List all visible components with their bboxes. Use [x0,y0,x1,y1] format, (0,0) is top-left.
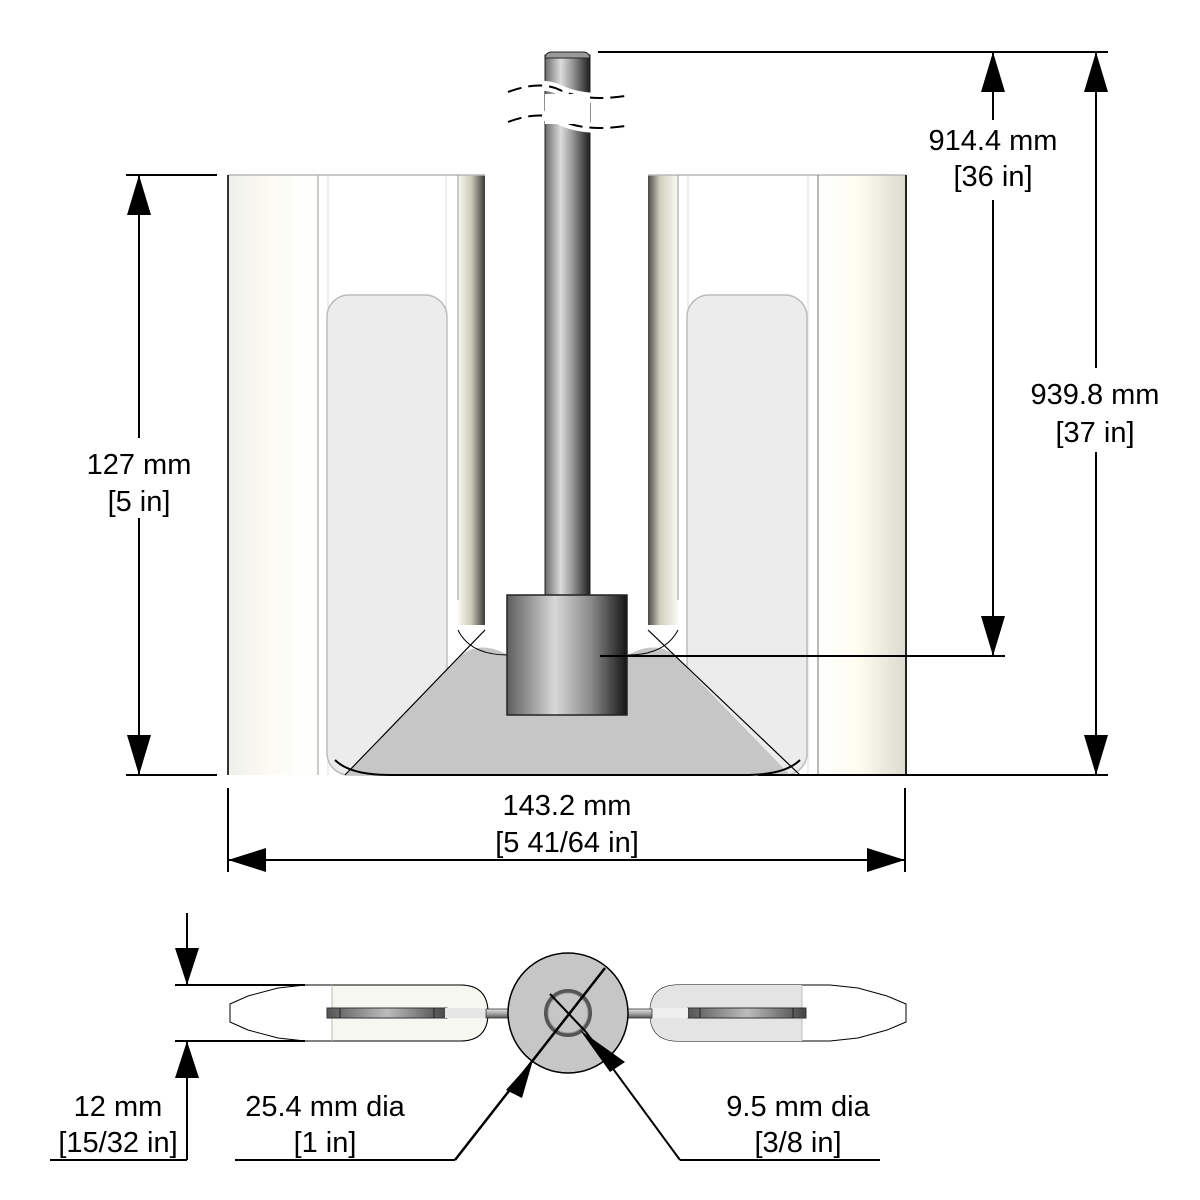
dim-overall-height-in: [37 in] [1056,417,1135,449]
dim-hub-diameter-mm: 25.4 mm dia [245,1091,405,1123]
top-left-blade [229,984,489,1042]
top-right-stub [625,1008,653,1019]
top-left-stub [485,1008,511,1019]
top-view: 25.4 mm dia [1 in] 9.5 mm dia [3/8 in] 1… [50,913,907,1161]
dim-overall-width: 143.2 mm [5 41/64 in] [227,788,906,872]
dim-shaft-length: 914.4 mm [36 in] [598,51,1108,657]
dim-shaft-length-in: [36 in] [954,161,1033,193]
dim-overall-width-mm: 143.2 mm [503,790,632,822]
dim-overall-width-in: [5 41/64 in] [495,827,639,859]
dim-shaft-length-mm: 914.4 mm [929,125,1058,157]
top-shaft-ring [544,989,592,1037]
dim-blade-thickness-mm: 12 mm [74,1091,163,1123]
top-right-slot [687,1007,807,1019]
dim-shaft-diameter: 9.5 mm dia [3/8 in] [580,1030,880,1161]
dim-blade-thickness-in: [15/32 in] [58,1127,177,1159]
dim-blade-height-mm: 127 mm [87,449,192,481]
dim-shaft-diameter-mm: 9.5 mm dia [726,1091,870,1123]
top-right-blade [649,984,907,1042]
left-blade [227,174,485,776]
top-left-slot [326,1007,448,1019]
dim-shaft-diameter-in: [3/8 in] [754,1127,841,1159]
dim-overall-height-mm: 939.8 mm [1031,379,1160,411]
dim-blade-height-in: [5 in] [108,486,171,518]
front-view: 914.4 mm [36 in] 939.8 mm [37 in] 127 mm… [87,51,1160,872]
shaft [503,51,626,601]
dim-blade-thickness: 12 mm [15/32 in] [50,913,305,1161]
dim-hub-diameter-in: [1 in] [294,1127,357,1159]
dim-overall-height: 939.8 mm [37 in] [758,52,1160,776]
right-blade [648,174,907,776]
dim-blade-height: 127 mm [5 in] [87,174,217,776]
dim-hub-diameter: 25.4 mm dia [1 in] [235,1060,533,1161]
